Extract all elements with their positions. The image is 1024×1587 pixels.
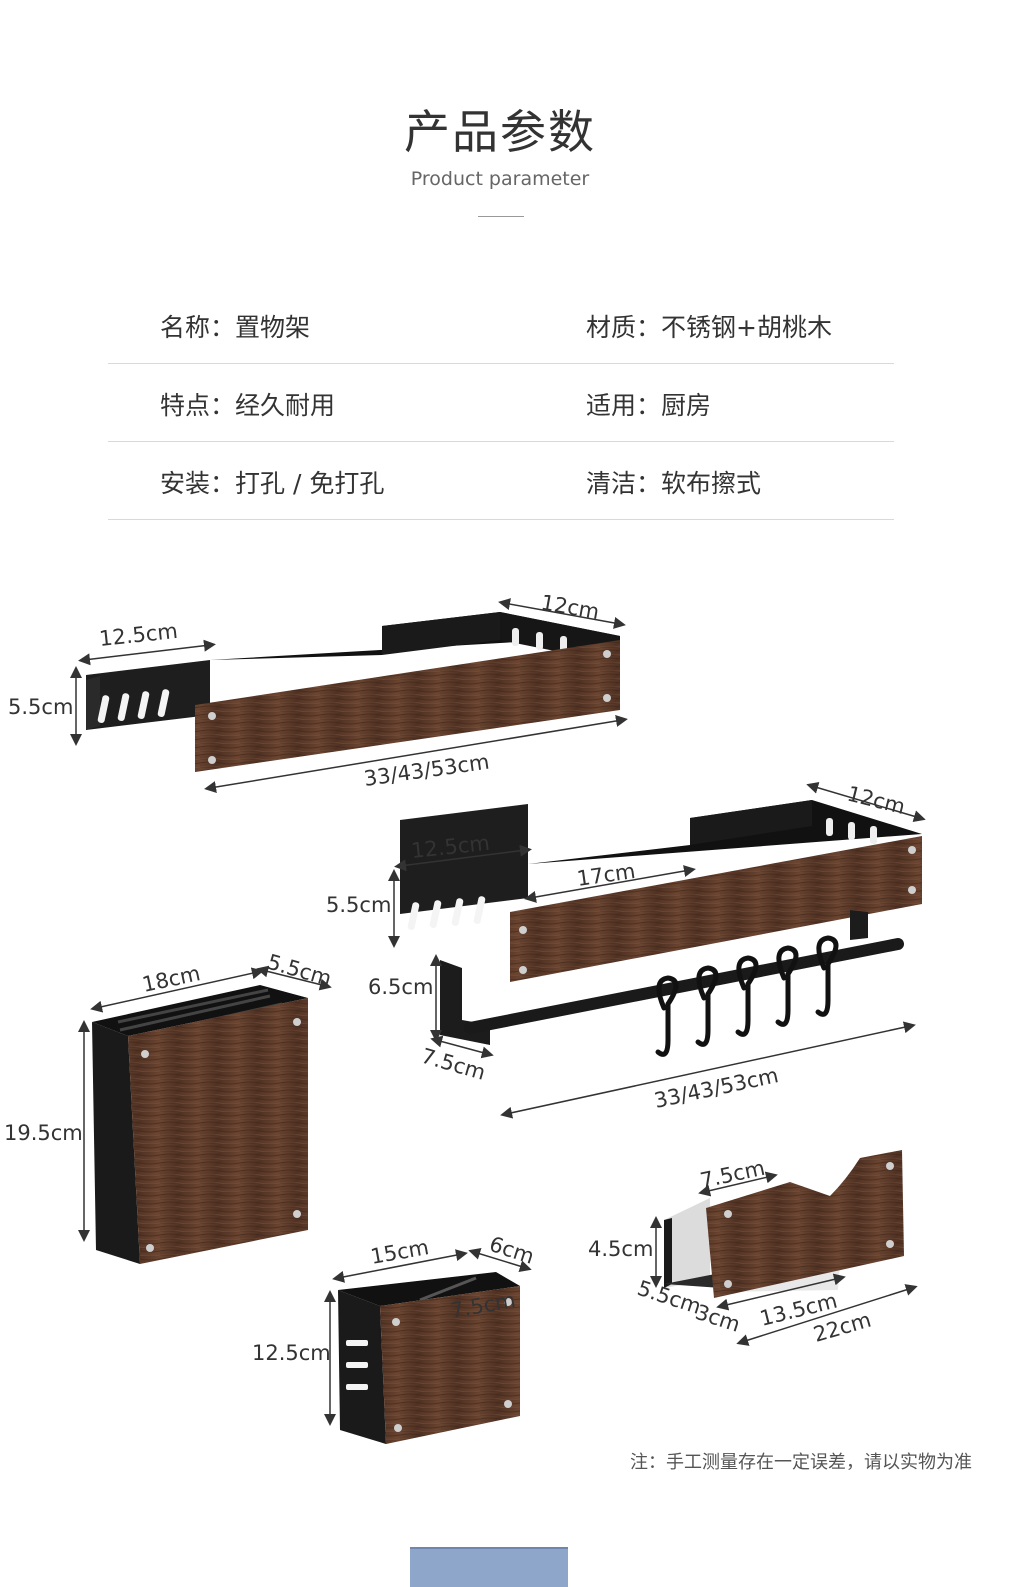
- product-dimension-diagram: 12.5cm 12cm 5.5cm 33/43/53cm: [4, 590, 926, 1444]
- bar-drop-label: 6.5cm: [368, 975, 433, 999]
- shelf-length-label: 33/43/53cm: [362, 750, 490, 791]
- bottom-tab[interactable]: [410, 1547, 568, 1587]
- spec-install: 安装：打孔 / 免打孔: [160, 469, 385, 498]
- spec-row: 名称：置物架 材质：不锈钢+胡桃木: [108, 286, 894, 364]
- measurement-note: 注：手工测量存在一定误差，请以实物为准: [630, 1452, 972, 1473]
- bar-shelf-length-label: 33/43/53cm: [652, 1063, 781, 1113]
- knife-block-illustration: [92, 985, 308, 1264]
- utensil-holder-illustration: [338, 1272, 520, 1444]
- spec-row: 特点：经久耐用 适用：厨房: [108, 364, 894, 442]
- spec-cleaning: 清洁：软布擦式: [586, 469, 762, 498]
- board-holder-illustration: [664, 1150, 904, 1298]
- spec-usage: 适用：厨房: [586, 391, 712, 420]
- utensil-width-label: 15cm: [369, 1235, 431, 1269]
- shelf-width-label: 12.5cm: [98, 619, 179, 651]
- shelf-depth-label: 12cm: [539, 590, 601, 624]
- spec-row: 安装：打孔 / 免打孔 清洁：软布擦式: [108, 442, 894, 520]
- page-subtitle: Product parameter: [410, 168, 590, 190]
- utensil-height-label: 12.5cm: [252, 1341, 331, 1365]
- board-top-label: 7.5cm: [698, 1156, 767, 1193]
- spec-table: 名称：置物架 材质：不锈钢+胡桃木 特点：经久耐用 适用：厨房 安装：打孔 / …: [108, 286, 894, 520]
- bar-shelf-inner-label: 17cm: [575, 859, 637, 891]
- spec-material: 材质：不锈钢+胡桃木: [586, 313, 832, 342]
- bar-shelf-height-label: 5.5cm: [326, 893, 391, 917]
- spec-name: 名称：置物架: [160, 313, 311, 342]
- title-divider: [478, 216, 524, 217]
- board-gap-label: 3cm: [692, 1300, 743, 1337]
- spec-feature: 特点：经久耐用: [160, 391, 336, 420]
- shelf-height-label: 5.5cm: [8, 695, 73, 719]
- board-height-label: 4.5cm: [588, 1237, 653, 1261]
- bar-offset-label: 7.5cm: [419, 1044, 488, 1085]
- knife-block-depth-label: 5.5cm: [265, 950, 334, 991]
- knife-block-height-label: 19.5cm: [4, 1121, 83, 1145]
- page-title: 产品参数: [404, 105, 596, 159]
